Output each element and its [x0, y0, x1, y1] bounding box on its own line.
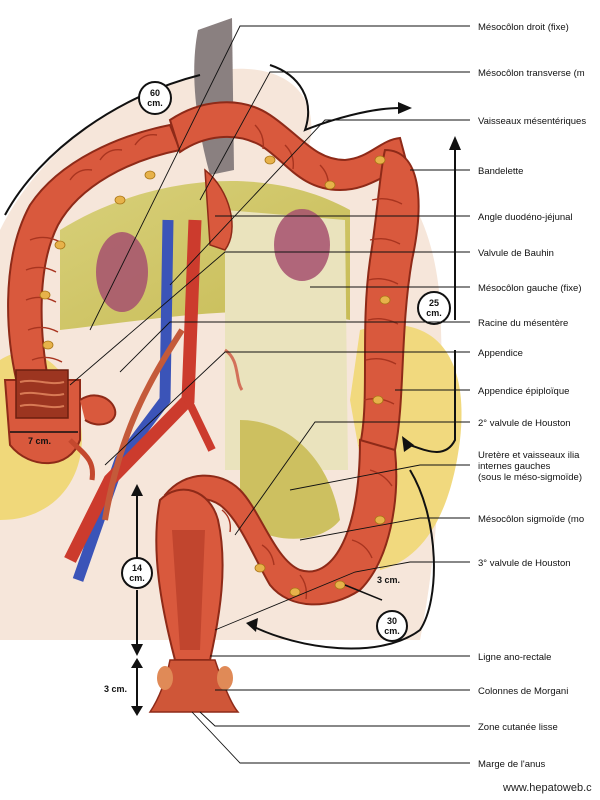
label-zone-cutanee: Zone cutanée lisse [478, 722, 558, 733]
label-mesocolon-gauche: Mésocôlon gauche (fixe) [478, 283, 582, 294]
arc-30cm [249, 469, 435, 650]
svg-text:cm.: cm. [147, 98, 163, 108]
right-kidney [96, 232, 148, 312]
label-uretere-line1: Uretère et vaisseaux ilia [478, 450, 580, 461]
label-mesocolon-transverse: Mésocôlon transverse (m [478, 68, 585, 79]
measure-3cm-sigmoid: 3 cm. [377, 575, 400, 585]
label-vaisseaux-mesenteriques: Vaisseaux mésentériques [478, 116, 586, 127]
label-appendice-epiploique: Appendice épiploïque [478, 386, 569, 397]
label-uretere-line3: (sous le méso-sigmoïde) [478, 472, 582, 483]
svg-text:30: 30 [387, 616, 397, 626]
label-ligne-ano-rectale: Ligne ano-rectale [478, 652, 551, 663]
measure-7cm: 7 cm. [28, 436, 51, 446]
bar-3cm-sigmoid [344, 584, 383, 601]
label-marge-anus: Marge de l'anus [478, 759, 546, 770]
colon [3, 101, 420, 713]
rectum-lumen [172, 530, 205, 650]
measure-25cm: 25 cm. [417, 291, 451, 325]
svg-text:cm.: cm. [426, 308, 442, 318]
anal-sphincter-left [157, 666, 173, 690]
arc-60cm [4, 74, 201, 216]
appendix-vessel [224, 348, 244, 391]
watermark: www.hepatoweb.c [502, 782, 592, 794]
labels: Mésocôlon droit (fixe) Mésocôlon transve… [478, 22, 586, 770]
ascending-colon [7, 123, 182, 397]
label-colonnes-morgani: Colonnes de Morgani [478, 686, 568, 697]
anal-sphincter-right [217, 666, 233, 690]
left-kidney [274, 209, 330, 281]
label-mesocolon-sigmoide: Mésocôlon sigmoïde (mo [478, 514, 584, 525]
mesocolon-sigmoid [240, 420, 340, 539]
svg-text:cm.: cm. [384, 626, 400, 636]
epiploic-appendages [39, 155, 391, 597]
leader-lines [69, 25, 470, 764]
aorta [64, 219, 202, 563]
label-racine-mesentere: Racine du mésentère [478, 318, 568, 329]
label-uretere-line2: internes gauches [478, 461, 551, 472]
mesenteric-root [102, 328, 185, 521]
label-valvule-bauhin: Valvule de Bauhin [478, 248, 554, 259]
measure-30cm: 30 cm. [376, 610, 408, 642]
label-appendice: Appendice [478, 348, 523, 359]
measure-14cm: 14 cm. [121, 557, 153, 589]
svg-text:25: 25 [429, 298, 439, 308]
svg-text:cm.: cm. [129, 573, 145, 583]
svg-text:60: 60 [150, 88, 160, 98]
label-valvule-houston-3: 3° valvule de Houston [478, 558, 571, 569]
label-mesocolon-droit: Mésocôlon droit (fixe) [478, 22, 569, 33]
label-valvule-houston-2: 2° valvule de Houston [478, 418, 571, 429]
appendix [68, 438, 96, 481]
label-angle-duodeno-jejunal: Angle duodéno-jéjunal [478, 212, 573, 223]
arc-transverse [269, 64, 401, 132]
measure-3cm-anal: 3 cm. [104, 684, 127, 694]
terminal-ileum [79, 394, 117, 426]
measure-60cm: 60 cm. [138, 81, 172, 115]
label-bandelette: Bandelette [478, 166, 523, 177]
svg-text:14: 14 [132, 563, 142, 573]
